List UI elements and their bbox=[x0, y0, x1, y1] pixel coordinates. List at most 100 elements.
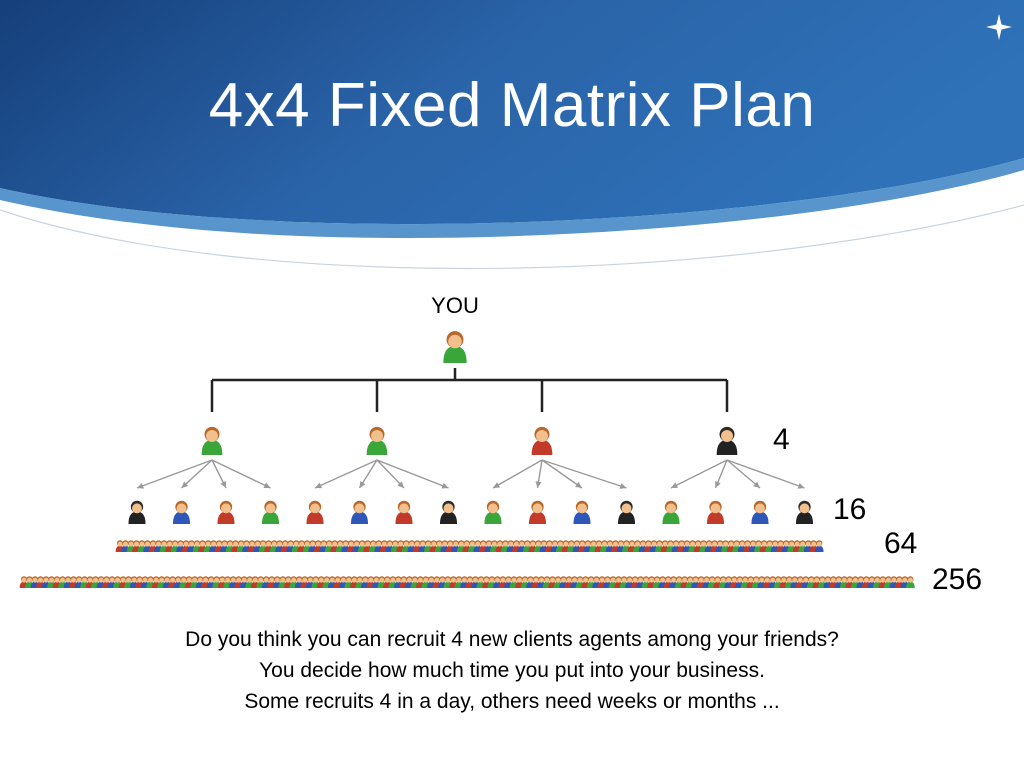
person-icon bbox=[275, 540, 284, 552]
person-icon bbox=[256, 576, 266, 588]
arrow-line bbox=[211, 459, 271, 489]
tree-people bbox=[128, 331, 814, 524]
arrow-head bbox=[397, 481, 404, 488]
person-icon bbox=[176, 540, 185, 552]
person-icon bbox=[662, 500, 680, 524]
person-icon bbox=[600, 540, 609, 552]
person-icon bbox=[490, 540, 499, 552]
person-icon bbox=[289, 576, 299, 588]
level-4-count: 256 bbox=[932, 563, 983, 596]
person-icon bbox=[192, 540, 202, 552]
person-icon bbox=[344, 576, 354, 588]
person-icon bbox=[751, 500, 769, 524]
person-icon bbox=[658, 576, 667, 588]
person-icon bbox=[617, 500, 636, 524]
person-icon bbox=[214, 540, 224, 552]
arrow-head bbox=[797, 482, 805, 489]
person-icon bbox=[696, 576, 706, 588]
arrow-line bbox=[181, 459, 213, 489]
description-line: Some recruits 4 in a day, others need we… bbox=[244, 690, 780, 713]
person-icon bbox=[91, 576, 100, 588]
tree-arrows bbox=[136, 459, 805, 489]
description: Do you think you can recruit 4 new clien… bbox=[0, 624, 1024, 717]
crowd-rows bbox=[19, 540, 915, 588]
person-icon bbox=[327, 576, 337, 588]
arrow-head bbox=[220, 481, 226, 488]
arrow-head bbox=[359, 481, 366, 488]
person-icon bbox=[906, 576, 915, 588]
tree-connectors bbox=[210, 368, 729, 412]
person-icon bbox=[439, 500, 458, 524]
person-icon bbox=[324, 540, 334, 552]
person-icon bbox=[528, 540, 538, 552]
person-icon bbox=[396, 540, 406, 552]
person-icon bbox=[724, 576, 734, 588]
person-icon bbox=[339, 576, 348, 588]
person-icon bbox=[168, 576, 177, 588]
arrow-line bbox=[541, 459, 583, 489]
person-icon bbox=[531, 426, 553, 455]
arrow-head bbox=[263, 482, 271, 489]
arrow-head bbox=[441, 482, 449, 489]
person-icon bbox=[390, 540, 400, 552]
person-icon bbox=[484, 500, 502, 524]
person-icon bbox=[195, 576, 205, 588]
person-icon bbox=[715, 540, 725, 552]
person-icon bbox=[435, 540, 444, 552]
person-icon bbox=[217, 500, 235, 524]
person-icon bbox=[294, 576, 304, 588]
arrow-line bbox=[376, 459, 405, 489]
person-icon bbox=[581, 576, 590, 588]
person-icon bbox=[350, 500, 369, 524]
arrow-head bbox=[493, 482, 500, 488]
person-icon bbox=[616, 540, 626, 552]
person-icon bbox=[261, 500, 280, 524]
arrow-head bbox=[575, 481, 582, 488]
root-label: YOU bbox=[431, 293, 479, 318]
person-icon bbox=[840, 576, 849, 588]
arrow-line bbox=[136, 459, 213, 489]
person-icon bbox=[366, 576, 376, 588]
person-icon bbox=[611, 540, 620, 552]
arrow-line bbox=[541, 459, 627, 489]
person-icon bbox=[416, 576, 425, 588]
person-icon bbox=[165, 540, 174, 552]
person-icon bbox=[184, 576, 194, 588]
person-icon bbox=[311, 576, 321, 588]
arrow-line bbox=[726, 459, 805, 489]
person-icon bbox=[239, 576, 249, 588]
level-2-count: 16 bbox=[833, 493, 867, 526]
arrow-line bbox=[492, 459, 543, 489]
person-icon bbox=[412, 540, 422, 552]
person-icon bbox=[366, 426, 388, 455]
person-icon bbox=[528, 500, 547, 524]
person-icon bbox=[691, 576, 701, 588]
person-icon bbox=[172, 500, 191, 524]
person-icon bbox=[787, 540, 797, 552]
level-3-count: 64 bbox=[884, 527, 918, 560]
person-icon bbox=[573, 500, 591, 524]
person-icon bbox=[713, 576, 723, 588]
person-icon bbox=[443, 331, 467, 363]
person-icon bbox=[498, 576, 508, 588]
arrow-line bbox=[376, 459, 449, 489]
arrow-line bbox=[726, 459, 761, 489]
person-icon bbox=[669, 576, 678, 588]
person-icon bbox=[641, 576, 651, 588]
arrow-head bbox=[535, 481, 542, 488]
arrow-line bbox=[314, 459, 378, 489]
person-icon bbox=[884, 576, 893, 588]
person-icon bbox=[242, 540, 251, 552]
person-icon bbox=[357, 540, 367, 552]
person-icon bbox=[115, 540, 125, 552]
person-icon bbox=[258, 540, 268, 552]
arrow-head bbox=[715, 481, 721, 488]
person-icon bbox=[561, 540, 571, 552]
person-icon bbox=[319, 540, 329, 552]
person-icon bbox=[594, 540, 604, 552]
person-icon bbox=[542, 576, 552, 588]
person-icon bbox=[627, 540, 637, 552]
person-icon bbox=[427, 576, 436, 588]
person-icon bbox=[306, 500, 324, 524]
